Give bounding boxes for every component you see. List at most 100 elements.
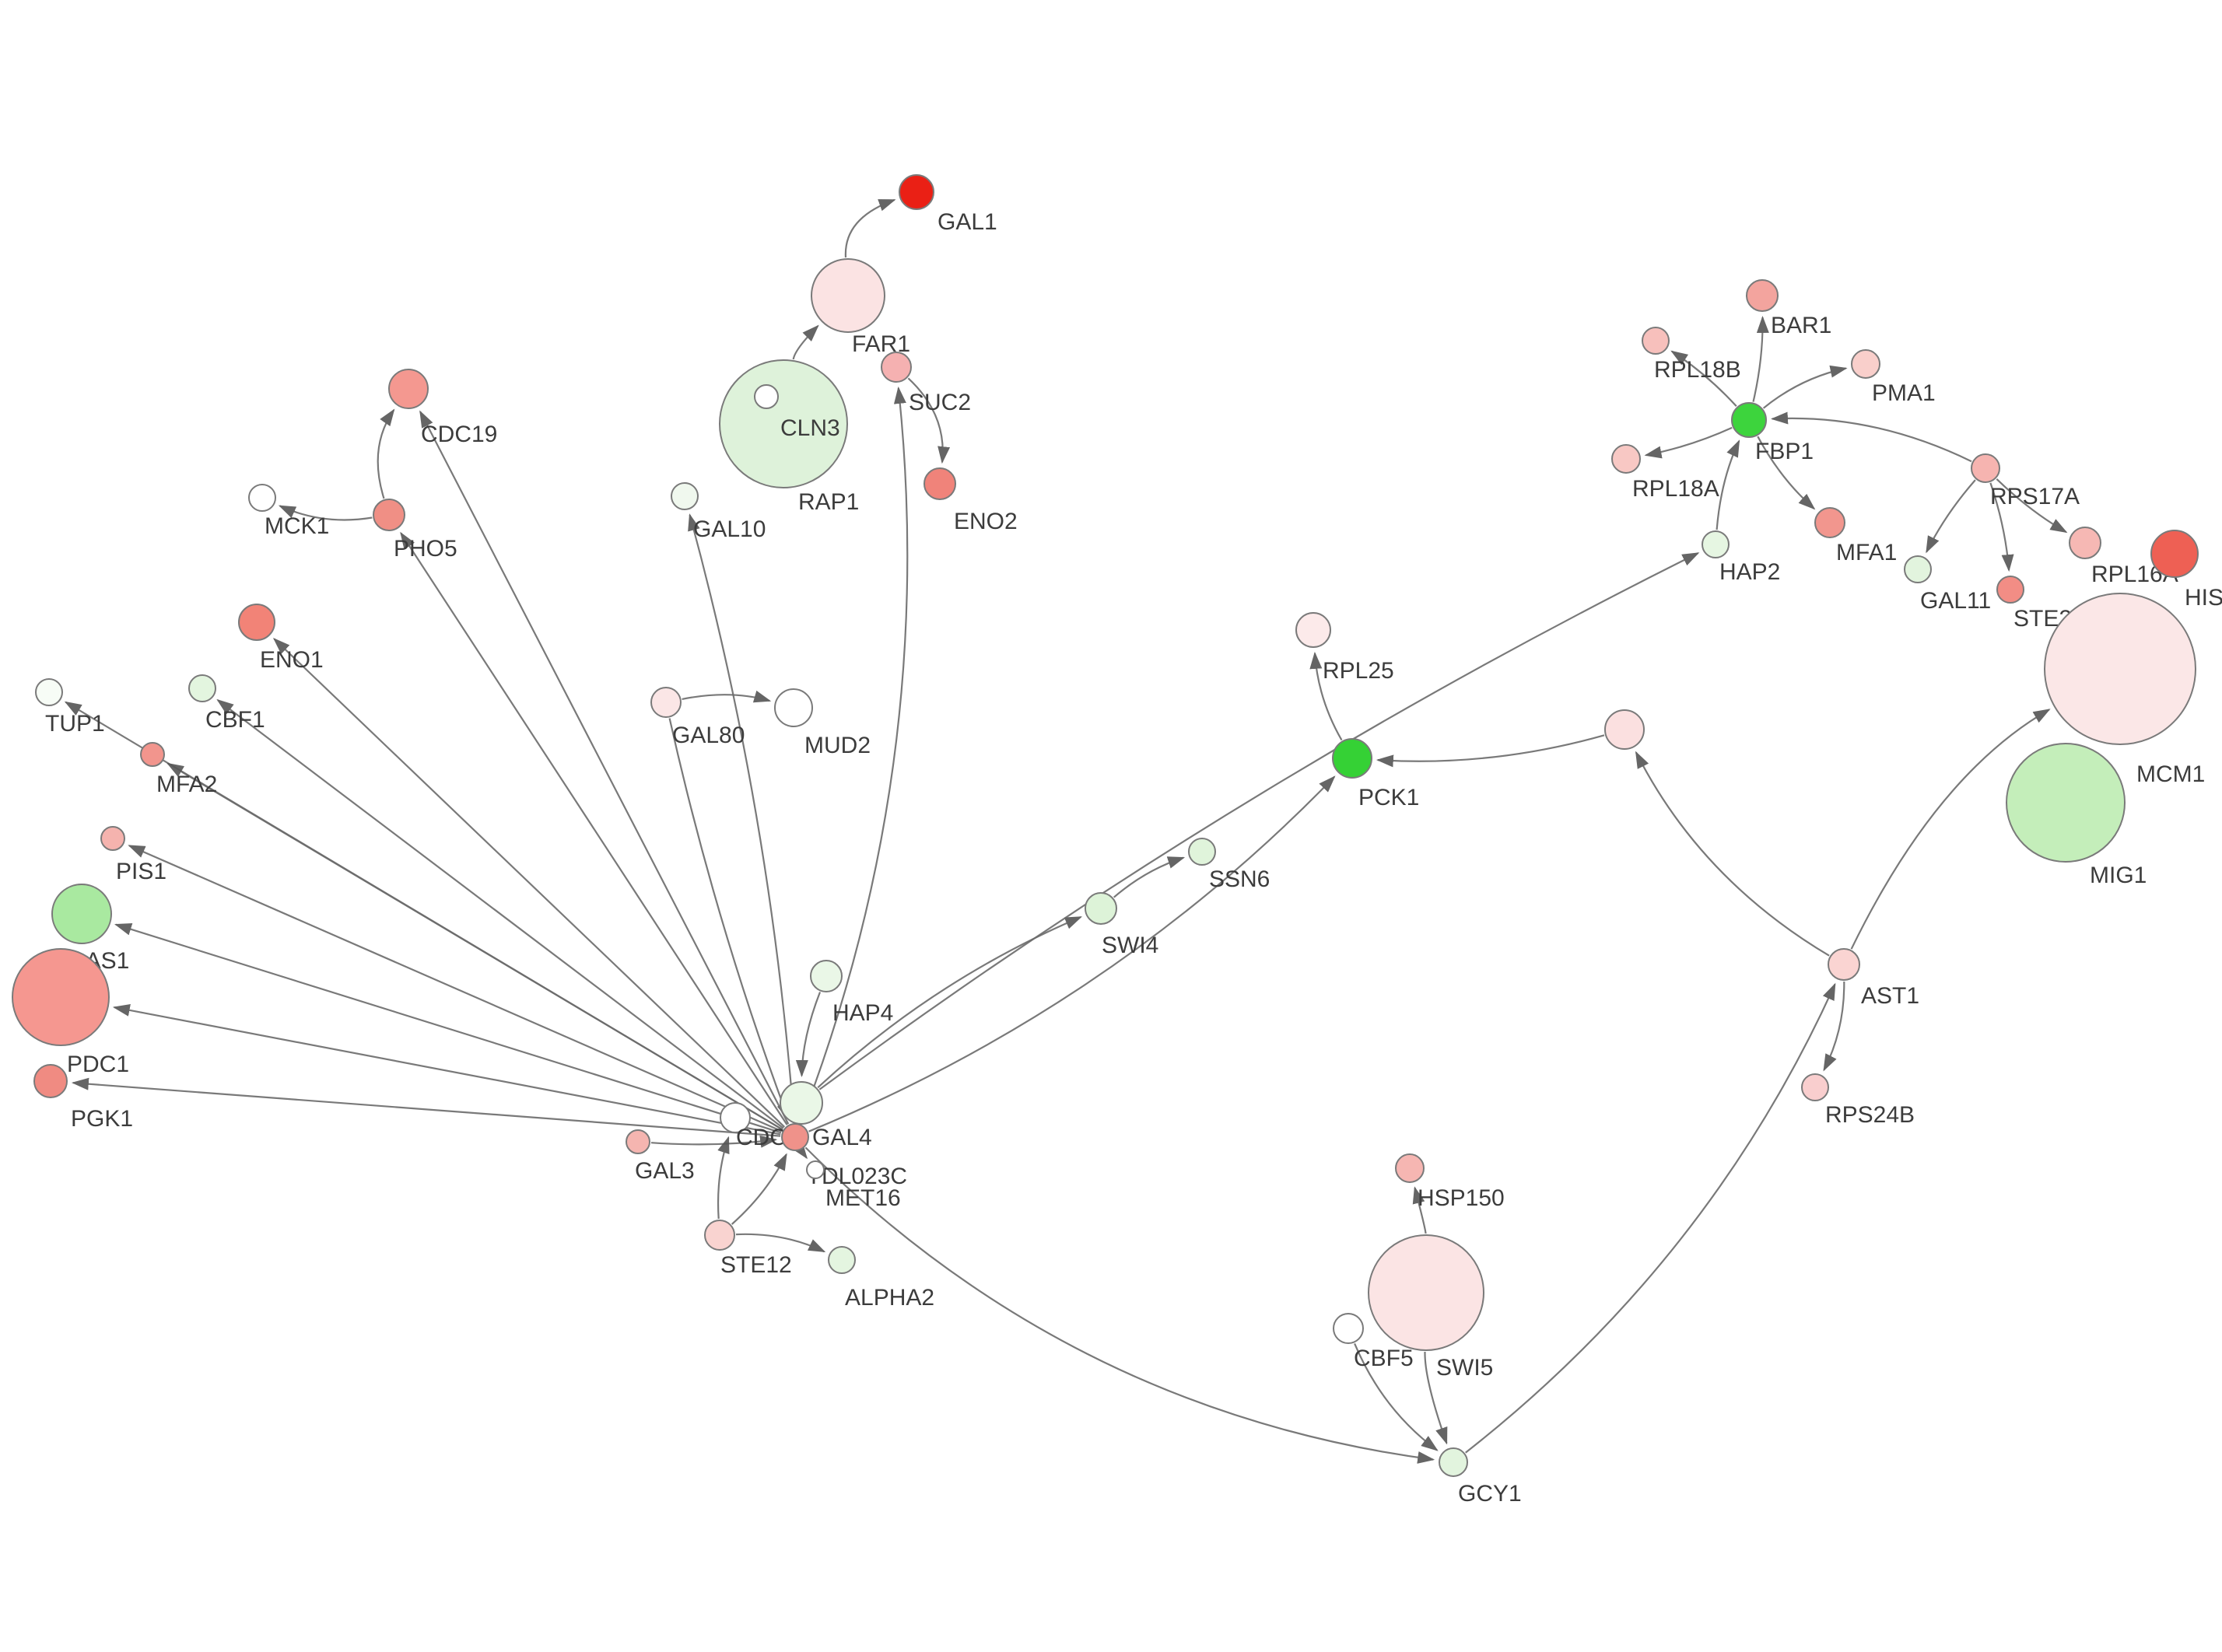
node-MFA1[interactable] <box>1814 507 1845 538</box>
edge-FBP1-RPL18B[interactable] <box>1670 350 1737 408</box>
node-GAL1[interactable] <box>899 174 934 210</box>
node-HAP4[interactable] <box>810 960 843 992</box>
edge-GAL4-PGK1[interactable] <box>71 1077 781 1137</box>
node-CBF1[interactable] <box>188 674 216 702</box>
edge-GAL4-PIS1[interactable] <box>128 845 783 1132</box>
node-PMA1[interactable] <box>1851 349 1880 379</box>
node-FAR1[interactable] <box>811 258 885 333</box>
edge-RPS17A-STE2[interactable] <box>1989 482 2014 572</box>
edge-FBP1-PMA1[interactable] <box>1762 365 1848 409</box>
node-YDL023C[interactable] <box>780 1081 823 1125</box>
node-GAL80[interactable] <box>650 687 682 718</box>
edge-SWI5-GCY1[interactable] <box>1424 1351 1448 1445</box>
node-BAR1[interactable] <box>1746 279 1779 312</box>
node-RPL16A[interactable] <box>2069 527 2101 559</box>
edge-STE12-CDC6[interactable] <box>717 1136 730 1220</box>
edge-RPS17A-FBP1[interactable] <box>1771 411 1972 463</box>
node-SSN6[interactable] <box>1188 838 1216 866</box>
node-GAL3[interactable] <box>626 1129 650 1154</box>
node-AST1[interactable] <box>1828 948 1860 981</box>
edge-RPS17A-RPL16A[interactable] <box>1996 478 2068 534</box>
node-SUC2[interactable] <box>881 352 912 383</box>
edge-YDL023C-HAP2[interactable] <box>818 552 1700 1090</box>
edge-GAL4-CBF1[interactable] <box>216 698 784 1129</box>
edge-GAL4-CDC19[interactable] <box>419 410 790 1125</box>
edge-NODE_X-PCK1[interactable] <box>1376 734 1605 768</box>
node-ENO1[interactable] <box>238 604 275 641</box>
edge-GAL80-GAL4[interactable] <box>668 718 790 1121</box>
node-RPL18B[interactable] <box>1642 327 1670 355</box>
node-STE12[interactable] <box>704 1220 735 1251</box>
node-ALPHA2[interactable] <box>828 1246 856 1274</box>
node-CDC19[interactable] <box>388 369 429 409</box>
edge-HAP4-YDL023C[interactable] <box>795 992 822 1077</box>
edge-GAL4-PHO5[interactable] <box>400 531 788 1125</box>
edge-GAL4-PDC1[interactable] <box>112 1003 781 1136</box>
edge-PHO5-CDC19[interactable] <box>377 408 395 499</box>
edge-CBF5-GCY1[interactable] <box>1354 1342 1439 1451</box>
node-RPL18A[interactable] <box>1611 444 1641 474</box>
node-HSP150[interactable] <box>1395 1153 1425 1183</box>
node-RPL25[interactable] <box>1295 612 1331 648</box>
node-MCK1[interactable] <box>248 484 276 512</box>
node-STE2[interactable] <box>1996 576 2024 604</box>
edge-GAL4-PCK1[interactable] <box>808 775 1336 1132</box>
node-RAP1[interactable] <box>754 384 779 409</box>
edge-STE12-GAL4[interactable] <box>731 1153 787 1225</box>
node-MFA2[interactable] <box>140 742 165 767</box>
edge-GAL4-ENO1[interactable] <box>272 638 786 1128</box>
node-MUD2[interactable] <box>774 688 813 727</box>
node-ENO2[interactable] <box>923 467 956 500</box>
edge-PHO5-MCK1[interactable] <box>278 505 373 521</box>
edge-GAL4-MFA2[interactable] <box>166 762 783 1131</box>
node-PDC1[interactable] <box>12 948 110 1046</box>
node-NODE_X[interactable] <box>1604 709 1645 750</box>
edge-AST1-RPS24B[interactable] <box>1823 981 1845 1072</box>
edge-CLN3-FAR1[interactable] <box>792 324 819 360</box>
node-FBP1[interactable] <box>1731 402 1767 438</box>
edge-AST1-NODE_X[interactable] <box>1635 751 1830 957</box>
node-RAS1[interactable] <box>51 884 112 944</box>
edge-RPS17A-GAL11[interactable] <box>1926 479 1976 554</box>
edge-AST1-MCM1[interactable] <box>1850 709 2051 950</box>
edge-GAL4-GAL10[interactable] <box>688 513 795 1123</box>
edge-GAL4-RAS1[interactable] <box>114 923 782 1134</box>
edge-FBP1-MFA1[interactable] <box>1757 436 1816 510</box>
node-MET16[interactable] <box>806 1160 825 1179</box>
node-HAP2[interactable] <box>1702 530 1730 558</box>
edge-GCY1-AST1[interactable] <box>1465 982 1836 1454</box>
node-GCY1[interactable] <box>1439 1447 1468 1477</box>
edge-FAR1-GAL1[interactable] <box>844 198 896 258</box>
edge-GAL3-GAL4[interactable] <box>650 1135 778 1148</box>
edge-GAL4-GCY1[interactable] <box>804 1146 1435 1464</box>
node-PHO5[interactable] <box>373 499 405 531</box>
node-SWI4[interactable] <box>1085 892 1117 925</box>
node-PCK1[interactable] <box>1332 738 1372 779</box>
edge-FBP1-RPL18A[interactable] <box>1644 426 1733 459</box>
edge-SWI4-SSN6[interactable] <box>1113 856 1186 898</box>
edge-SWI5-HSP150[interactable] <box>1412 1186 1427 1234</box>
edge-GAL80-MUD2[interactable] <box>682 690 772 703</box>
node-GAL10[interactable] <box>671 482 699 510</box>
node-HIS4[interactable] <box>2150 530 2199 578</box>
edge-STE12-ALPHA2[interactable] <box>735 1233 826 1253</box>
edge-SUC2-ENO2[interactable] <box>907 377 951 464</box>
edge-YDL023C-SWI4[interactable] <box>817 915 1083 1089</box>
node-CLN3[interactable] <box>719 359 848 488</box>
node-CDC6[interactable] <box>720 1102 751 1133</box>
edge-FBP1-BAR1[interactable] <box>1752 316 1769 402</box>
edge-HAP2-FBP1[interactable] <box>1716 439 1740 530</box>
node-GAL11[interactable] <box>1904 555 1932 583</box>
node-PIS1[interactable] <box>100 826 125 851</box>
node-CBF5[interactable] <box>1333 1313 1364 1344</box>
node-MCM1[interactable] <box>2044 593 2196 745</box>
node-TUP1[interactable] <box>35 678 63 706</box>
node-SWI5[interactable] <box>1368 1234 1484 1351</box>
edge-GAL4-SUC2[interactable] <box>799 386 909 1124</box>
node-PGK1[interactable] <box>33 1064 68 1098</box>
node-RPS17A[interactable] <box>1971 453 2000 483</box>
node-MIG1[interactable] <box>2006 743 2126 863</box>
node-RPS24B[interactable] <box>1801 1073 1829 1101</box>
node-GAL4[interactable] <box>781 1123 809 1151</box>
edge-PCK1-RPL25[interactable] <box>1309 651 1343 741</box>
